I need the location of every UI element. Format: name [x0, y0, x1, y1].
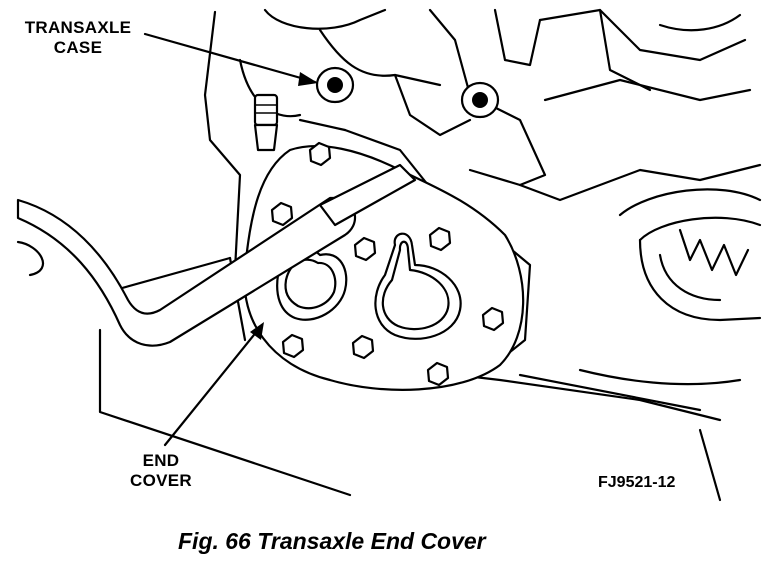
- bolt: [270, 201, 294, 227]
- bolt: [351, 334, 375, 360]
- bolt: [281, 333, 305, 359]
- bolt: [308, 141, 332, 167]
- end-cover-label: END COVER: [112, 451, 210, 491]
- pulley-assembly: [578, 188, 762, 502]
- transaxle-case-label-line2: CASE: [53, 38, 103, 57]
- end-cover-label-line2: COVER: [130, 471, 192, 490]
- transaxle-case-label-line1: TRANSAXLE: [24, 18, 132, 37]
- bolt: [481, 306, 505, 332]
- mount-bushings: [253, 66, 500, 152]
- end-cover-label-line1: END: [142, 451, 180, 470]
- pry-bar: [16, 163, 417, 347]
- bolt: [426, 361, 450, 387]
- cover-leader-line: [163, 323, 264, 447]
- figure-code: FJ9521-12: [598, 474, 676, 491]
- transaxle-case-label: TRANSAXLE CASE: [12, 18, 144, 58]
- bolt: [428, 226, 452, 252]
- figure-caption: Fig. 66 Transaxle End Cover: [178, 528, 486, 554]
- case-leader-arrow: [298, 72, 318, 86]
- transaxle-housing: [203, 8, 762, 362]
- cover-leader-arrow: [250, 322, 264, 340]
- case-leader-line: [143, 32, 317, 84]
- bolt: [353, 236, 377, 262]
